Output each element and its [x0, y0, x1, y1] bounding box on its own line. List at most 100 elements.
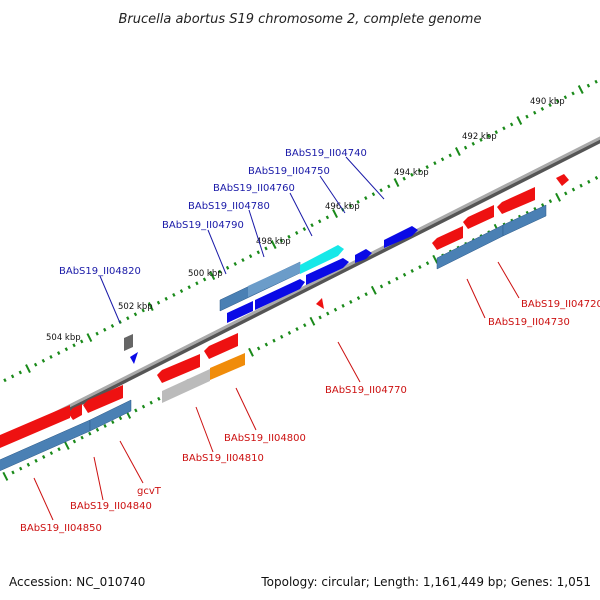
gene-label[interactable]: BAbS19_II04810 [182, 453, 264, 464]
minor-tick [111, 420, 115, 424]
gene-label[interactable]: BAbS19_II04760 [213, 183, 295, 194]
minor-tick [587, 179, 591, 184]
minor-tick [41, 358, 46, 363]
minor-tick [418, 265, 422, 269]
gene-bar[interactable] [248, 262, 300, 297]
forward-leader-lines [99, 156, 385, 324]
minor-tick [256, 346, 261, 351]
tick-label-492: 492 kbp [462, 132, 497, 142]
gene-label[interactable]: BAbS19_II04770 [325, 385, 407, 396]
minor-tick [95, 331, 99, 336]
minor-tick [541, 203, 545, 207]
accession-text: Accession: NC_010740 [9, 575, 145, 589]
minor-tick [64, 347, 69, 352]
gene-bar[interactable] [502, 204, 547, 237]
tick-label-494: 494 kbp [394, 168, 429, 178]
map-title: Brucella abortus S19 chromosome 2, compl… [119, 12, 482, 27]
cds-feature[interactable] [497, 187, 535, 214]
minor-tick [410, 172, 414, 177]
gene-label[interactable]: BAbS19_II04820 [59, 266, 141, 277]
genome-axis-shadow [0, 136, 600, 447]
tick-label-502: 502 kbp [118, 302, 153, 312]
minor-tick [379, 188, 383, 193]
minor-tick [356, 200, 360, 204]
minor-tick [594, 79, 598, 84]
minor-tick [80, 435, 84, 440]
minor-tick [272, 338, 276, 343]
cds-feature-grey[interactable] [162, 369, 210, 403]
minor-tick [57, 447, 61, 452]
minor-tick [10, 374, 15, 379]
major-tick [555, 192, 561, 202]
minor-tick [80, 339, 84, 344]
cds-feature-cyan[interactable] [300, 245, 344, 274]
cds-feature[interactable] [204, 333, 238, 359]
major-tick [248, 347, 254, 357]
minor-tick [356, 296, 361, 300]
major-tick [147, 302, 154, 312]
minor-tick [548, 199, 553, 204]
minor-tick [594, 175, 599, 180]
minor-tick [264, 342, 269, 347]
minor-tick [571, 187, 576, 192]
gene-bar[interactable] [89, 399, 132, 432]
minor-tick [494, 130, 498, 135]
forward-cds-features [124, 226, 418, 364]
minor-tick [556, 99, 560, 104]
cds-feature[interactable] [306, 258, 349, 285]
cds-feature[interactable] [384, 226, 418, 248]
topology-text: Topology: circular; Length: 1,161,449 bp… [260, 575, 591, 589]
gene-label[interactable]: BAbS19_II04840 [70, 501, 152, 512]
minor-tick [218, 269, 222, 274]
cds-feature-grey[interactable] [124, 334, 133, 351]
gene-label[interactable]: BAbS19_II04850 [20, 523, 102, 534]
forward-gene-labels: BAbS19_II04740 BAbS19_II04750 BAbS19_II0… [59, 148, 367, 277]
cds-feature[interactable] [355, 249, 372, 263]
genome-axis [0, 136, 600, 443]
gene-label[interactable]: BAbS19_II04740 [285, 148, 367, 159]
minor-tick [318, 219, 322, 224]
gene-label[interactable]: BAbS19_II04780 [188, 201, 270, 212]
major-tick [370, 285, 377, 295]
minor-tick [564, 191, 568, 196]
gene-label[interactable]: BAbS19_II04800 [224, 433, 306, 444]
minor-tick [440, 157, 445, 162]
gene-bars [0, 204, 547, 472]
cds-feature[interactable] [255, 279, 305, 310]
tick-label-500: 500 kbp [188, 269, 223, 279]
major-tick [63, 440, 70, 450]
gene-label[interactable]: BAbS19_II04720 [521, 299, 600, 310]
gene-label[interactable]: BAbS19_II04730 [488, 317, 570, 328]
gene-label[interactable]: BAbS19_II04750 [248, 166, 330, 177]
cds-feature-small[interactable] [316, 298, 324, 309]
minor-tick [248, 254, 253, 259]
major-tick [86, 333, 93, 343]
cds-feature[interactable] [83, 385, 123, 413]
cds-feature[interactable] [432, 226, 463, 250]
cds-feature-small[interactable] [556, 174, 569, 186]
cds-feature[interactable] [68, 404, 82, 420]
minor-tick [548, 103, 552, 108]
major-tick [516, 116, 523, 125]
cds-feature-small[interactable] [130, 352, 138, 364]
minor-tick [471, 141, 475, 146]
minor-tick [157, 396, 161, 401]
cds-feature[interactable] [227, 301, 253, 323]
minor-tick [49, 451, 54, 455]
minor-tick [348, 203, 353, 208]
gene-label[interactable]: BAbS19_II04790 [162, 220, 244, 231]
major-tick [577, 85, 584, 94]
minor-tick [364, 196, 368, 200]
minor-tick [310, 223, 314, 228]
minor-tick [295, 231, 299, 235]
cds-feature[interactable] [463, 205, 494, 229]
minor-tick [502, 126, 506, 131]
minor-tick [88, 431, 92, 436]
cds-feature[interactable] [0, 405, 70, 448]
minor-tick [42, 455, 46, 459]
cds-feature[interactable] [157, 354, 200, 383]
major-tick [2, 471, 9, 481]
gene-label[interactable]: gcvT [137, 486, 162, 497]
cds-feature-orange[interactable] [210, 353, 245, 380]
